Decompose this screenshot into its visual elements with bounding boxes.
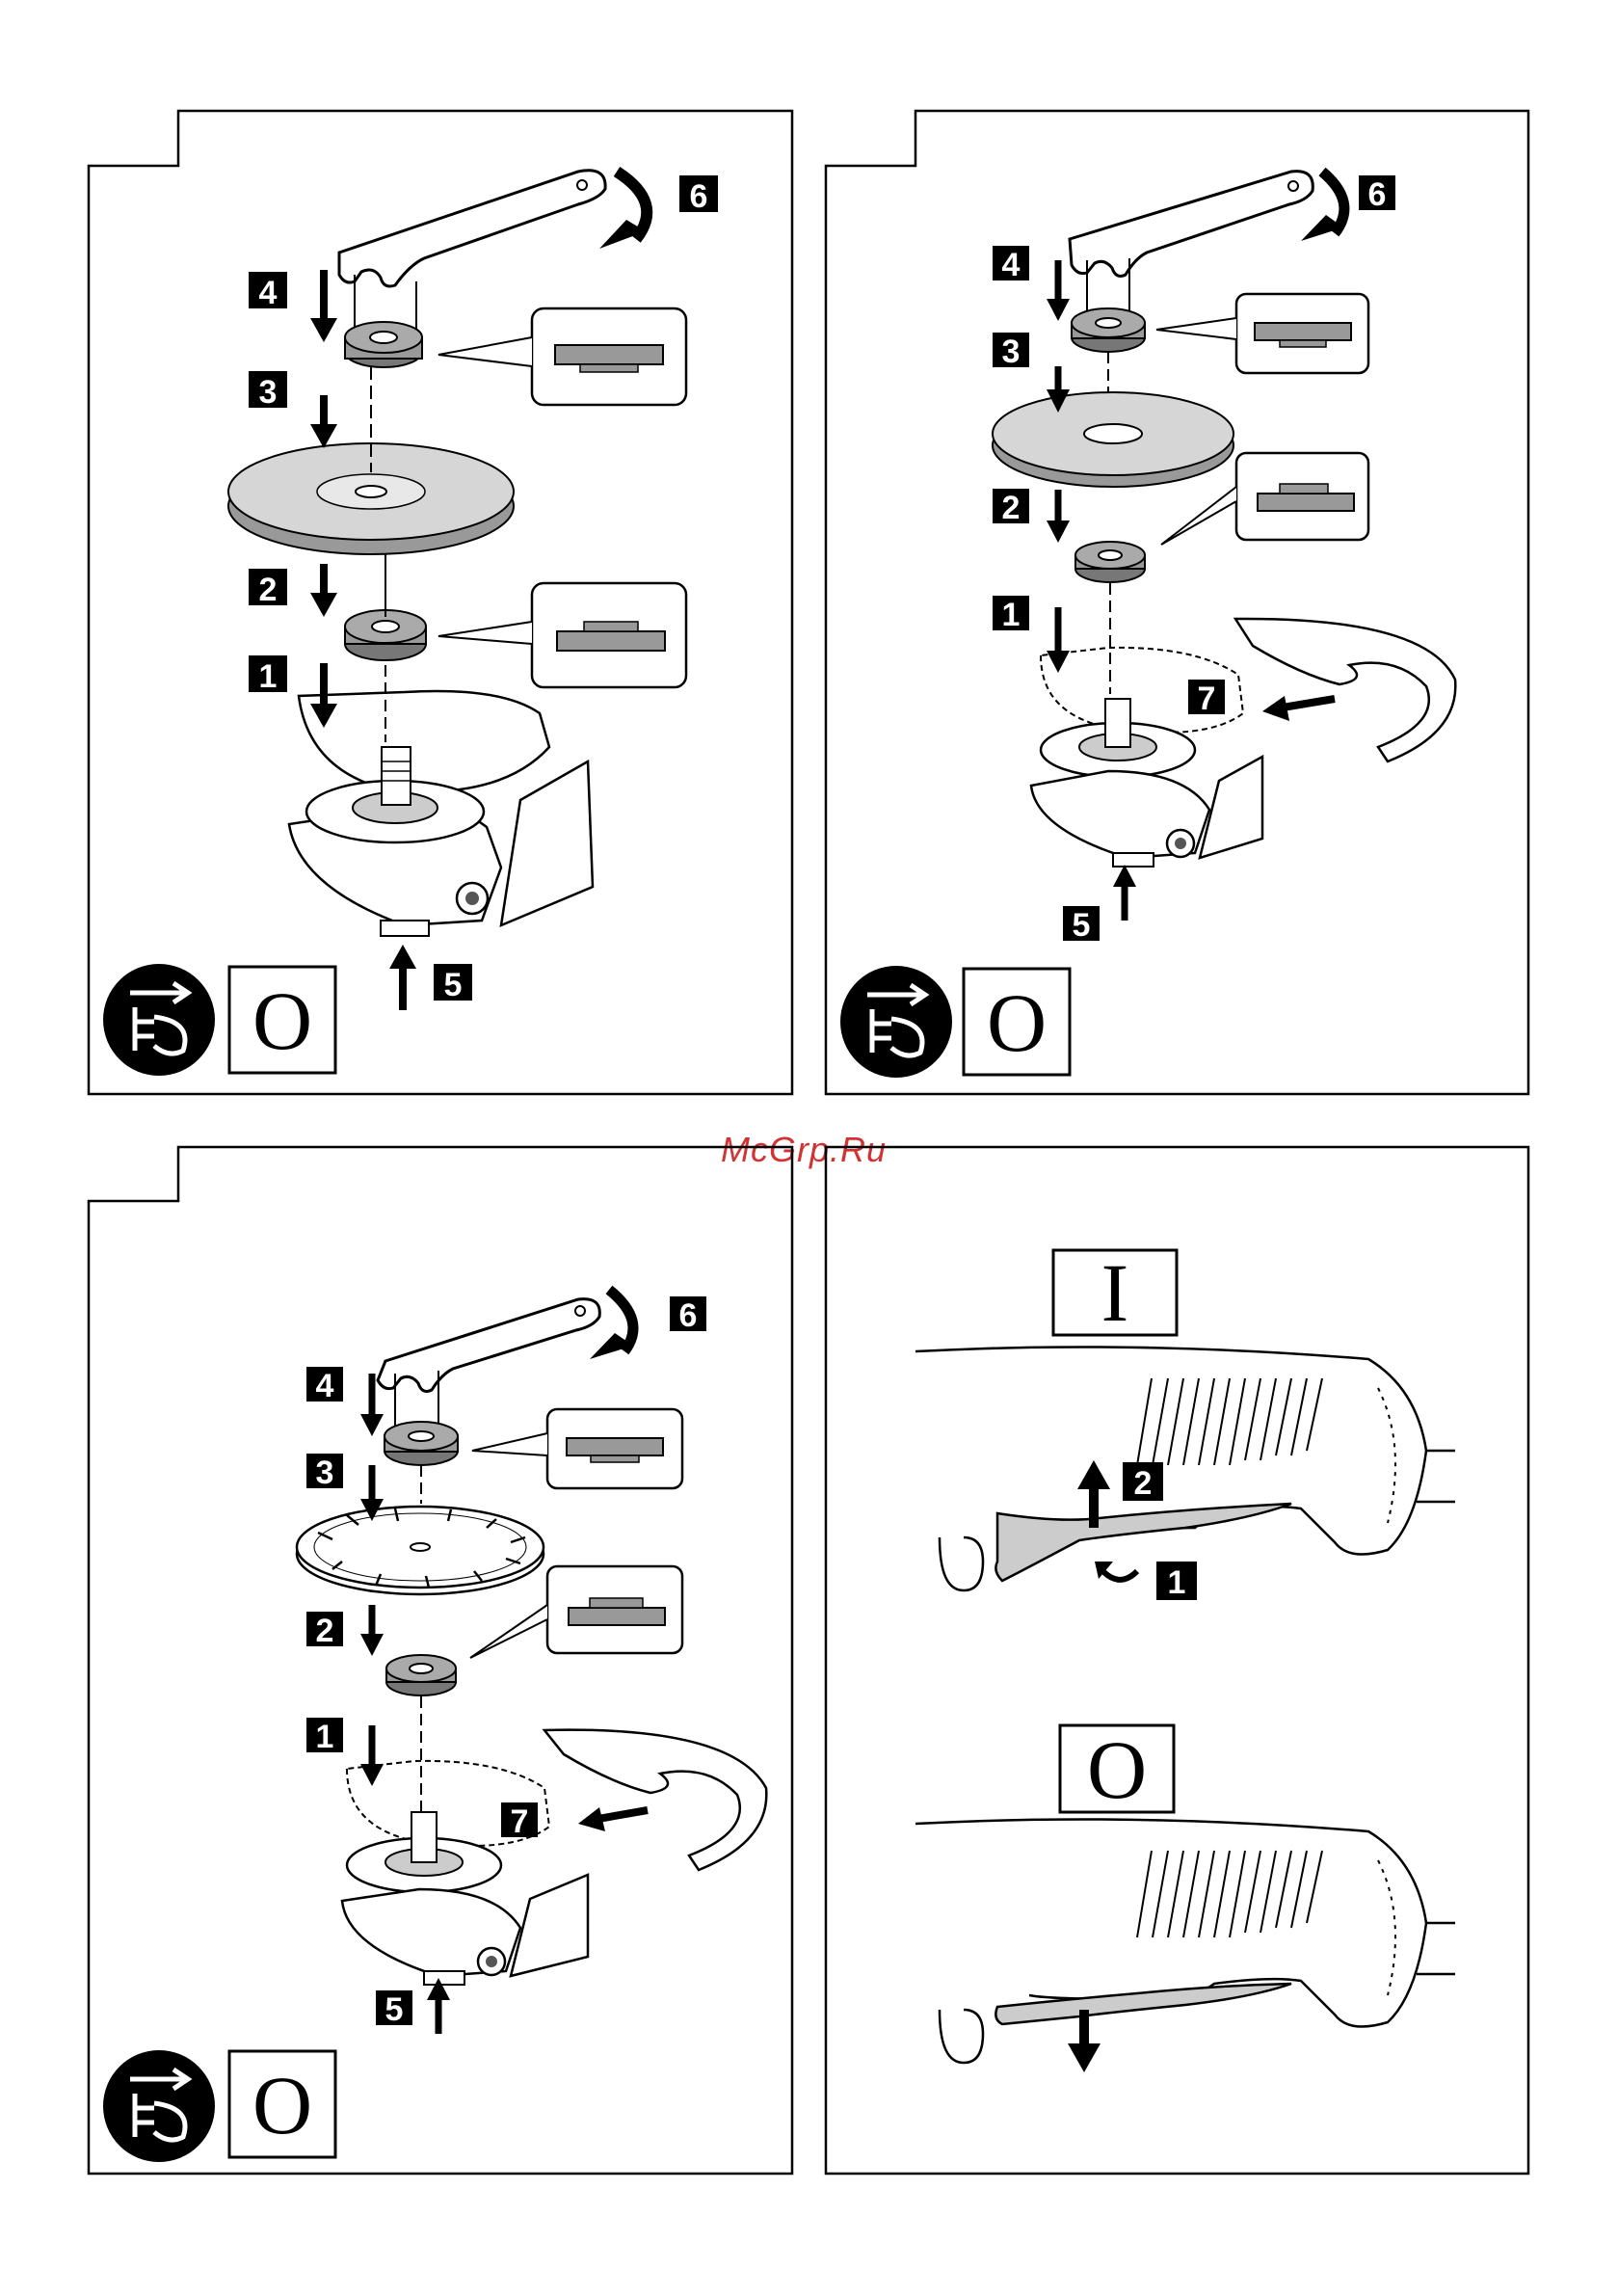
svg-text:1: 1 bbox=[1002, 597, 1021, 633]
wheel-guard bbox=[544, 1730, 766, 1870]
svg-text:2: 2 bbox=[1002, 490, 1021, 526]
grinder-handle-off bbox=[915, 1820, 1455, 2064]
svg-text:6: 6 bbox=[690, 178, 708, 215]
svg-text:4: 4 bbox=[316, 1368, 334, 1404]
svg-text:4: 4 bbox=[1002, 247, 1021, 283]
grinding-disc bbox=[228, 443, 514, 554]
svg-text:4: 4 bbox=[259, 275, 278, 311]
svg-text:2: 2 bbox=[259, 572, 278, 608]
angle-grinder bbox=[342, 1812, 588, 1985]
unplug-icon bbox=[103, 964, 215, 1076]
panel-1: 1 2 3 4 5 6 O bbox=[89, 111, 792, 1094]
clamp-nut bbox=[345, 322, 422, 367]
grinder-handle-on bbox=[915, 1348, 1455, 1591]
svg-text:O: O bbox=[252, 974, 312, 1067]
panel-3: 1 2 3 4 5 6 7 O bbox=[89, 1147, 792, 2174]
svg-text:7: 7 bbox=[511, 1803, 529, 1840]
svg-text:2: 2 bbox=[1134, 1465, 1153, 1502]
clamp-nut bbox=[385, 1422, 458, 1465]
svg-text:1: 1 bbox=[1168, 1564, 1186, 1601]
svg-text:3: 3 bbox=[259, 374, 278, 411]
diamond-blade bbox=[297, 1507, 544, 1594]
svg-text:1: 1 bbox=[259, 658, 278, 695]
grinding-disc bbox=[993, 392, 1233, 487]
svg-text:3: 3 bbox=[1002, 334, 1021, 370]
unplug-icon bbox=[840, 966, 952, 1078]
svg-text:O: O bbox=[987, 976, 1047, 1069]
wrench-icon bbox=[378, 1299, 599, 1392]
svg-text:5: 5 bbox=[1073, 907, 1091, 944]
panel-4: I 2 1 O bbox=[826, 1147, 1528, 2174]
lock-lever bbox=[995, 1984, 1291, 2024]
support-flange bbox=[386, 1655, 456, 1695]
svg-text:1: 1 bbox=[316, 1719, 334, 1755]
svg-text:O: O bbox=[252, 2059, 312, 2151]
lock-lever bbox=[995, 1504, 1291, 1581]
wrench-icon bbox=[1070, 172, 1313, 277]
svg-text:6: 6 bbox=[1368, 176, 1387, 213]
panel-2: 1 2 3 4 5 6 7 O bbox=[826, 111, 1528, 1094]
svg-text:3: 3 bbox=[316, 1455, 334, 1491]
svg-text:6: 6 bbox=[679, 1297, 698, 1334]
panel-frame bbox=[826, 111, 1528, 1094]
wheel-guard bbox=[1235, 619, 1455, 761]
svg-text:O: O bbox=[1087, 1723, 1147, 1816]
support-flange bbox=[1075, 542, 1145, 582]
svg-text:2: 2 bbox=[316, 1613, 334, 1649]
svg-text:7: 7 bbox=[1198, 681, 1216, 717]
svg-text:I: I bbox=[1101, 1246, 1129, 1339]
support-flange bbox=[345, 610, 426, 660]
unplug-icon bbox=[103, 2050, 215, 2162]
clamp-nut bbox=[1072, 308, 1145, 352]
svg-text:5: 5 bbox=[385, 1991, 404, 2028]
svg-text:5: 5 bbox=[444, 967, 463, 1003]
angle-grinder bbox=[1031, 699, 1262, 867]
